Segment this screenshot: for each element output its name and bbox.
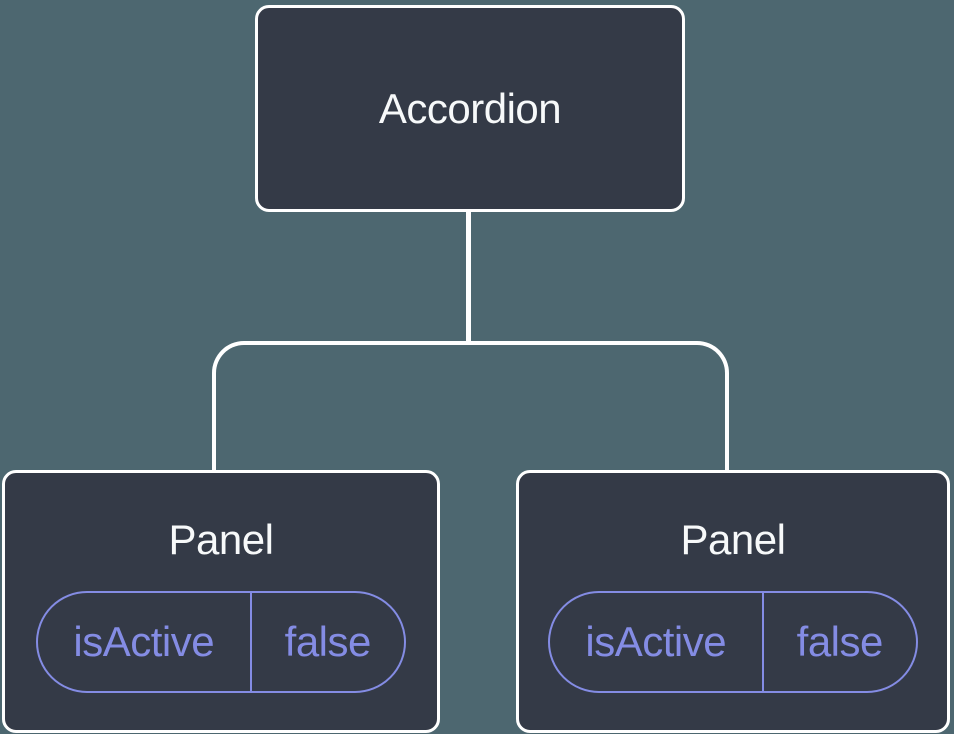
accordion-node: Accordion <box>255 5 685 212</box>
state-value: false <box>284 618 372 665</box>
connector-stem <box>466 209 471 345</box>
panel-node-right: Panel isActive false <box>516 470 950 733</box>
panel-node-left: Panel isActive false <box>2 470 440 733</box>
state-name: isActive <box>73 618 215 665</box>
accordion-node-label: Accordion <box>378 84 562 132</box>
state-value: false <box>796 618 884 665</box>
state-name: isActive <box>585 618 727 665</box>
panel-title: Panel <box>168 516 274 563</box>
state-pill: isActive false <box>36 591 406 693</box>
pill-divider <box>761 593 764 691</box>
panel-title: Panel <box>680 516 786 563</box>
pill-divider <box>249 593 252 691</box>
connector-bracket <box>212 341 729 473</box>
state-pill: isActive false <box>548 591 918 693</box>
